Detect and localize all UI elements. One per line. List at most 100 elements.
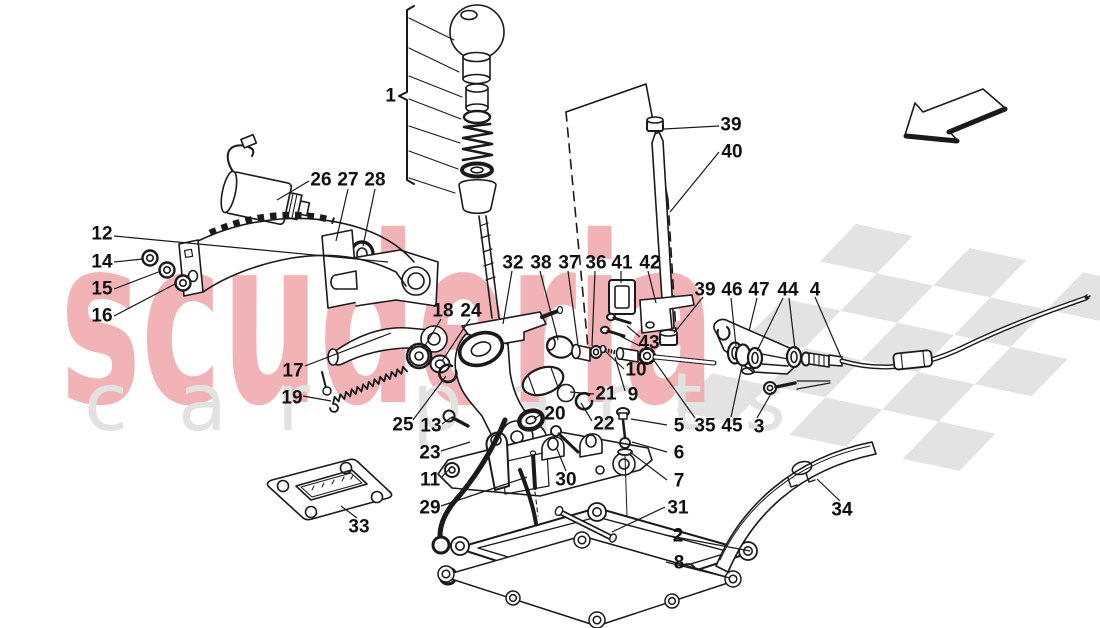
part-label-38: 38 [530,253,551,274]
part-label-15: 15 [91,279,113,300]
checker-cell [933,248,1027,298]
leader-line [539,270,559,341]
leader-line [441,318,471,362]
part-label-35: 35 [694,416,716,437]
part-label-29: 29 [419,498,440,519]
leader-line [567,270,579,346]
leader-line [816,478,841,502]
leader-line [408,150,459,170]
leader-line [276,180,310,201]
part-label-7: 7 [674,471,685,492]
part-label-10: 10 [625,360,646,381]
part-label-42: 42 [639,253,660,274]
leader-line [673,296,704,334]
part-label-17: 17 [282,361,303,382]
checker-cell [840,273,934,323]
part-label-19: 19 [281,388,302,409]
knob-group-leader-lines [408,17,463,194]
checker-cell [954,297,1047,347]
part-label-3: 3 [754,417,765,438]
leader-line [611,506,666,533]
part-label-32: 32 [502,253,523,274]
nuts-14-15-16 [141,249,192,292]
checker-cell [882,372,975,422]
part-label-21: 21 [595,384,617,405]
leader-line [113,270,162,290]
leader-line [408,47,460,73]
leader-line [652,358,696,419]
leader-line [756,391,773,419]
checker-cell [1046,272,1100,322]
part-label-41: 41 [611,253,633,274]
leader-line [556,448,567,472]
part-label-36: 36 [585,253,606,274]
pivot-bracket [321,229,439,309]
shifter-housing [405,305,656,467]
leader-line [408,177,456,194]
part-label-16: 16 [91,306,112,327]
leader-lines [113,125,842,579]
leader-line [408,98,462,120]
part-label-25: 25 [392,415,414,436]
part-label-44: 44 [777,280,799,301]
leader-line [629,451,668,481]
spring-19 [329,365,408,413]
leader-line [665,561,731,579]
part-label-20: 20 [544,404,565,425]
gear-knob-stack [398,4,505,319]
part-label-14: 14 [91,252,113,273]
leader-line [605,351,625,370]
part-label-43: 43 [638,333,659,354]
leader-line [412,375,447,421]
leader-line [631,441,668,453]
leader-line [113,235,389,263]
leader-line [580,402,593,422]
checker-cell [675,373,769,423]
part-label-39: 39 [694,280,715,301]
leader-line [408,75,463,98]
part-label-2: 2 [673,526,684,547]
part-label-31: 31 [667,498,689,519]
watermark-brand: scuderia [60,187,715,457]
leader-line [619,335,641,347]
leader-line [113,258,144,263]
cover-34 [715,441,877,573]
leader-line [630,418,668,426]
leader-line [302,395,332,402]
watermark-sub-car: car [84,356,360,449]
leader-line [748,297,758,332]
leader-line [756,297,784,352]
leader-line [304,332,392,367]
part-label-30: 30 [555,470,576,491]
checker-cell [747,298,841,349]
leader-line [408,125,461,144]
part-label-27: 27 [337,170,358,191]
leader-line [569,391,595,395]
part-label-39: 39 [720,115,741,136]
checker-cell [902,421,996,471]
part-label-9: 9 [628,385,639,406]
leader-line [664,534,751,552]
part-label-5: 5 [674,416,685,437]
leader-line [669,151,720,213]
part-label-23: 23 [419,443,440,464]
leader-line [647,270,657,304]
checker-cell [861,322,955,373]
part-label-22: 22 [593,414,614,435]
watermark: scuderia car parts [60,187,786,457]
part-label-47: 47 [748,280,769,301]
leader-line [440,476,528,507]
leader-line [533,412,544,420]
leader-line [614,356,626,392]
selector-rod-40 [646,116,678,346]
leader-line [663,125,720,130]
part-label-13: 13 [420,416,441,437]
base-plate-11 [431,407,653,594]
leader-line [788,297,796,350]
checker-cell [819,224,913,274]
checker-cell [974,346,1068,397]
cable-bracket-47 [652,294,1091,395]
leader-line [113,282,178,317]
leader-line [441,416,453,425]
